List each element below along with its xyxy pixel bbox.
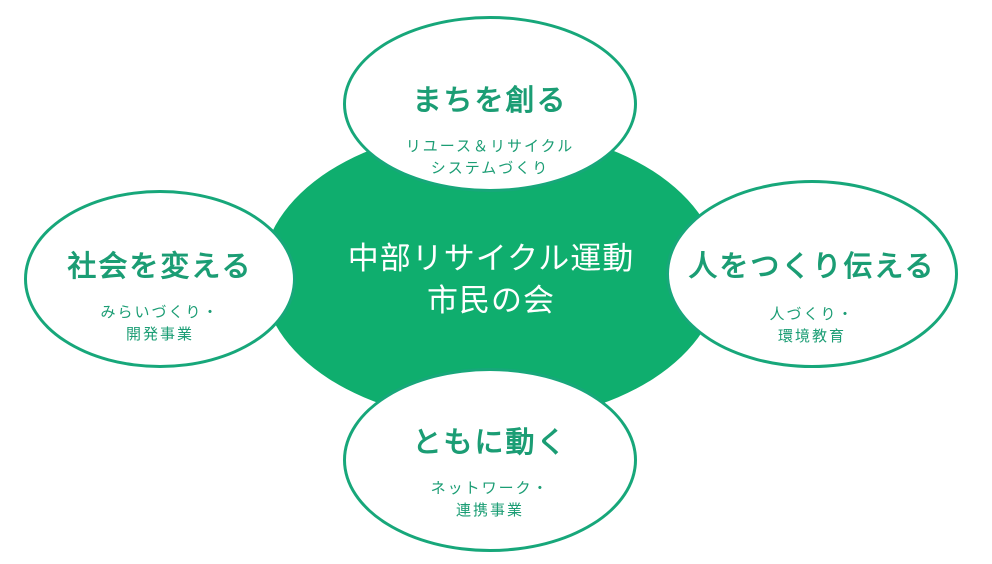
petal-right: 人をつくり伝える 人づくり・ 環境教育 — [666, 180, 958, 368]
petal-bottom-subtitle: ネットワーク・ 連携事業 — [346, 477, 634, 521]
petal-right-sub-line2: 環境教育 — [777, 327, 846, 345]
center-label: 中部リサイクル運動 市民の会 — [262, 238, 720, 322]
center-label-line2: 市民の会 — [427, 283, 555, 319]
center-label-line1: 中部リサイクル運動 — [347, 241, 635, 277]
petal-bottom-title: ともに動く — [412, 425, 568, 459]
petal-bottom-sub-line2: 連携事業 — [455, 501, 524, 519]
petal-top-sub-line2: システムづくり — [430, 159, 550, 177]
petal-right-sub-line1: 人づくり・ — [769, 305, 855, 323]
petal-top: まちを創る リユース＆リサイクル システムづくり — [343, 16, 637, 192]
petal-left-sub-line2: 開発事業 — [125, 325, 194, 343]
petal-left-subtitle: みらいづくり・ 開発事業 — [27, 301, 293, 345]
petal-bottom-sub-line1: ネットワーク・ — [430, 479, 550, 497]
petal-top-sub-line1: リユース＆リサイクル — [405, 137, 575, 155]
petal-right-subtitle: 人づくり・ 環境教育 — [669, 303, 955, 347]
petal-left: 社会を変える みらいづくり・ 開発事業 — [24, 190, 296, 368]
petal-top-subtitle: リユース＆リサイクル システムづくり — [346, 135, 634, 179]
petal-top-title: まちを創る — [412, 83, 568, 117]
petal-left-title: 社会を変える — [67, 249, 253, 283]
petal-bottom: ともに動く ネットワーク・ 連携事業 — [343, 368, 637, 552]
petal-right-title: 人をつくり伝える — [688, 249, 936, 283]
petal-left-sub-line1: みらいづくり・ — [100, 303, 220, 321]
